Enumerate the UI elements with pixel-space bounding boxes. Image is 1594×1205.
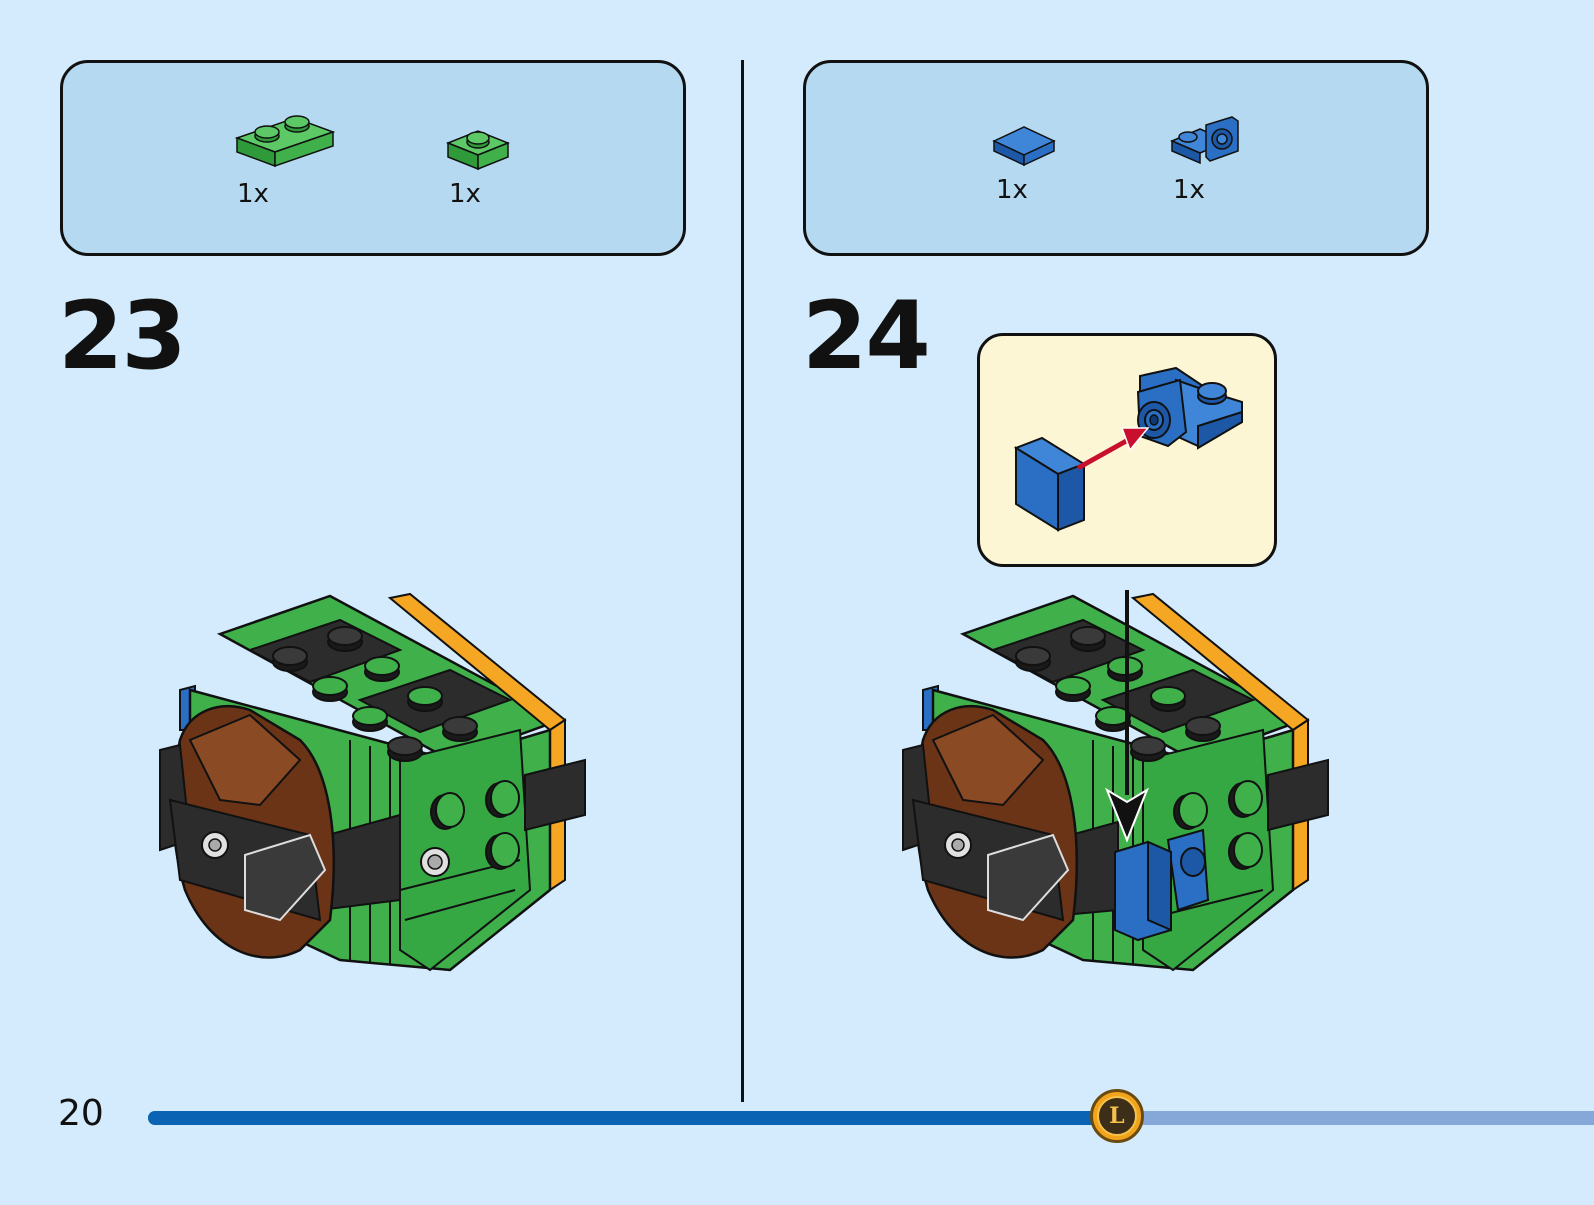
step-divider [741, 60, 744, 1102]
model-illustration-step-23 [150, 590, 600, 984]
step-number: 24 [802, 282, 931, 391]
step-number: 23 [58, 282, 187, 391]
badge-letter: L [1096, 1096, 1137, 1136]
sub-assembly-callout [977, 333, 1277, 567]
sub-assembly-illustration [1013, 366, 1243, 532]
page-number: 20 [58, 1093, 104, 1134]
parts-box-step-23: 1x 1x [60, 60, 686, 256]
part-quantity: 1x [237, 179, 269, 209]
progress-badge-icon: L [1089, 1089, 1144, 1143]
model-illustration-step-24 [893, 566, 1343, 984]
part-quantity: 1x [996, 175, 1028, 205]
progress-bar [148, 1111, 1594, 1125]
part-quantity: 1x [1173, 175, 1205, 205]
part-quantity: 1x [449, 179, 481, 209]
parts-box-step-24: 1x 1x [803, 60, 1429, 256]
progress-bar-fill [148, 1111, 1117, 1125]
